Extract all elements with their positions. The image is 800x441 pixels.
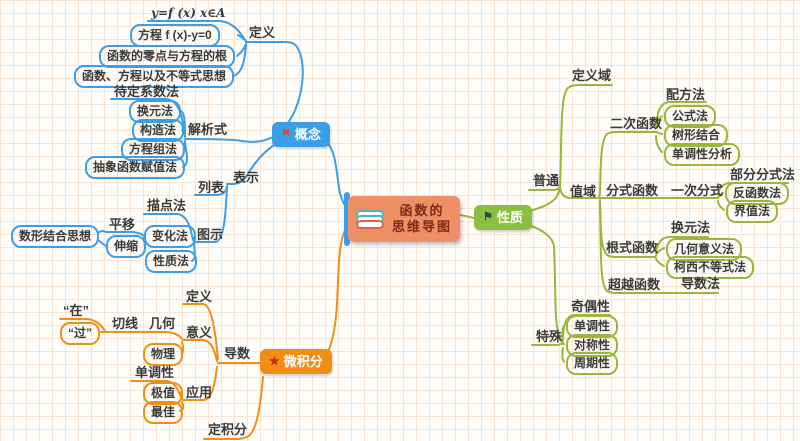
node-special-monotonicity[interactable]: 单调性 bbox=[566, 315, 619, 338]
node-translate[interactable]: 平移 bbox=[109, 217, 136, 232]
node-analytic-expression[interactable]: 解析式 bbox=[188, 122, 228, 137]
node-tangent[interactable]: 切线 bbox=[112, 316, 139, 331]
topic-concept-label: 概念 bbox=[294, 127, 321, 142]
node-extremum[interactable]: 极值 bbox=[143, 382, 184, 405]
node-special[interactable]: 特殊 bbox=[536, 329, 563, 344]
topic-nature[interactable]: ⚑ 性质 bbox=[474, 205, 532, 230]
node-periodicity[interactable]: 周期性 bbox=[566, 352, 619, 375]
node-inverse-function-method[interactable]: 反函数法 bbox=[725, 182, 790, 205]
node-ideas[interactable]: 函数、方程以及不等式思想 bbox=[74, 65, 235, 88]
node-list[interactable]: 列表 bbox=[198, 180, 225, 195]
flag-icon: ⚑ bbox=[281, 128, 291, 140]
topic-concept[interactable]: ⚑ 概念 bbox=[272, 122, 330, 147]
node-physics[interactable]: 物理 bbox=[143, 343, 184, 366]
calculus-branch-connectors bbox=[59, 225, 348, 440]
node-tangent-at[interactable]: “在” bbox=[63, 303, 90, 318]
root-trunk-bar bbox=[344, 192, 350, 246]
node-point-plotting[interactable]: 描点法 bbox=[147, 198, 187, 213]
node-meaning[interactable]: 意义 bbox=[186, 325, 213, 340]
node-linear-fraction[interactable]: 一次分式 bbox=[671, 183, 724, 198]
node-derivative-definition[interactable]: 定义 bbox=[186, 289, 213, 304]
node-derivative[interactable]: 导数 bbox=[224, 346, 251, 361]
node-radical-function[interactable]: 根式函数 bbox=[606, 240, 659, 255]
node-formula-method[interactable]: 公式法 bbox=[664, 105, 717, 128]
node-quadratic-function[interactable]: 二次函数 bbox=[610, 116, 663, 131]
node-tree-combination[interactable]: 树形结合 bbox=[664, 124, 729, 147]
node-zeros-roots[interactable]: 函数的零点与方程的根 bbox=[99, 45, 236, 68]
node-shape-combination[interactable]: 数形结合思想 bbox=[11, 225, 100, 248]
node-representation[interactable]: 表示 bbox=[233, 170, 260, 185]
nature-branch-connectors bbox=[459, 84, 789, 363]
node-definite-integral[interactable]: 定积分 bbox=[208, 422, 248, 437]
root-title: 函数的 思维导图 bbox=[384, 203, 460, 235]
root-topic[interactable]: 函数的 思维导图 bbox=[348, 196, 460, 242]
book-bar-icon bbox=[356, 219, 384, 229]
node-construction[interactable]: 构造法 bbox=[132, 119, 185, 142]
node-tangent-through[interactable]: “过” bbox=[60, 322, 101, 345]
node-cauchy-inequality[interactable]: 柯西不等式法 bbox=[666, 256, 755, 279]
topic-calculus[interactable]: ★ 微积分 bbox=[260, 349, 332, 374]
node-property-method[interactable]: 性质法 bbox=[145, 250, 198, 273]
node-derivative-method[interactable]: 导数法 bbox=[681, 276, 721, 291]
node-fx-definition[interactable]: y=f (x) x∈A bbox=[151, 6, 226, 20]
node-equations-method[interactable]: 方程组法 bbox=[121, 138, 186, 161]
node-partial-fraction[interactable]: 部分分式法 bbox=[730, 167, 796, 182]
topic-nature-label: 性质 bbox=[496, 210, 523, 225]
node-undetermined-coefficients[interactable]: 待定系数法 bbox=[114, 84, 180, 99]
books-icon bbox=[356, 209, 384, 229]
node-abstract-assignment[interactable]: 抽象函数赋值法 bbox=[85, 156, 186, 179]
node-equation[interactable]: 方程 f (x)-y=0 bbox=[130, 24, 220, 47]
node-geometric-meaning[interactable]: 几何意义法 bbox=[666, 238, 743, 261]
node-monotonicity-analysis[interactable]: 单调性分析 bbox=[664, 143, 741, 166]
flag-icon: ⚑ bbox=[483, 211, 493, 223]
node-monotonicity-application[interactable]: 单调性 bbox=[135, 365, 175, 380]
node-complete-square[interactable]: 配方法 bbox=[666, 87, 706, 102]
node-substitution[interactable]: 换元法 bbox=[129, 100, 182, 123]
node-domain[interactable]: 定义域 bbox=[572, 68, 612, 83]
node-fraction-function[interactable]: 分式函数 bbox=[606, 183, 659, 198]
node-symmetry[interactable]: 对称性 bbox=[566, 334, 619, 357]
node-parity[interactable]: 奇偶性 bbox=[571, 299, 611, 314]
star-icon: ★ bbox=[269, 354, 280, 368]
node-scale[interactable]: 伸缩 bbox=[106, 235, 147, 258]
node-graphic[interactable]: 图示 bbox=[197, 227, 224, 242]
node-definition[interactable]: 定义 bbox=[249, 25, 276, 40]
node-bound-value-method[interactable]: 界值法 bbox=[726, 200, 779, 223]
node-optimum[interactable]: 最佳 bbox=[143, 401, 184, 424]
node-transformation[interactable]: 变化法 bbox=[144, 225, 197, 248]
node-geometry[interactable]: 几何 bbox=[149, 316, 176, 331]
topic-calculus-label: 微积分 bbox=[283, 354, 323, 369]
node-ordinary[interactable]: 普通 bbox=[533, 173, 560, 188]
node-range[interactable]: 值域 bbox=[570, 184, 597, 199]
root-title-line1: 函数的 bbox=[399, 203, 445, 218]
node-radical-substitution[interactable]: 换元法 bbox=[671, 220, 711, 235]
node-transcendental-function[interactable]: 超越函数 bbox=[608, 277, 661, 292]
root-title-line2: 思维导图 bbox=[391, 219, 452, 234]
node-application[interactable]: 应用 bbox=[186, 385, 213, 400]
